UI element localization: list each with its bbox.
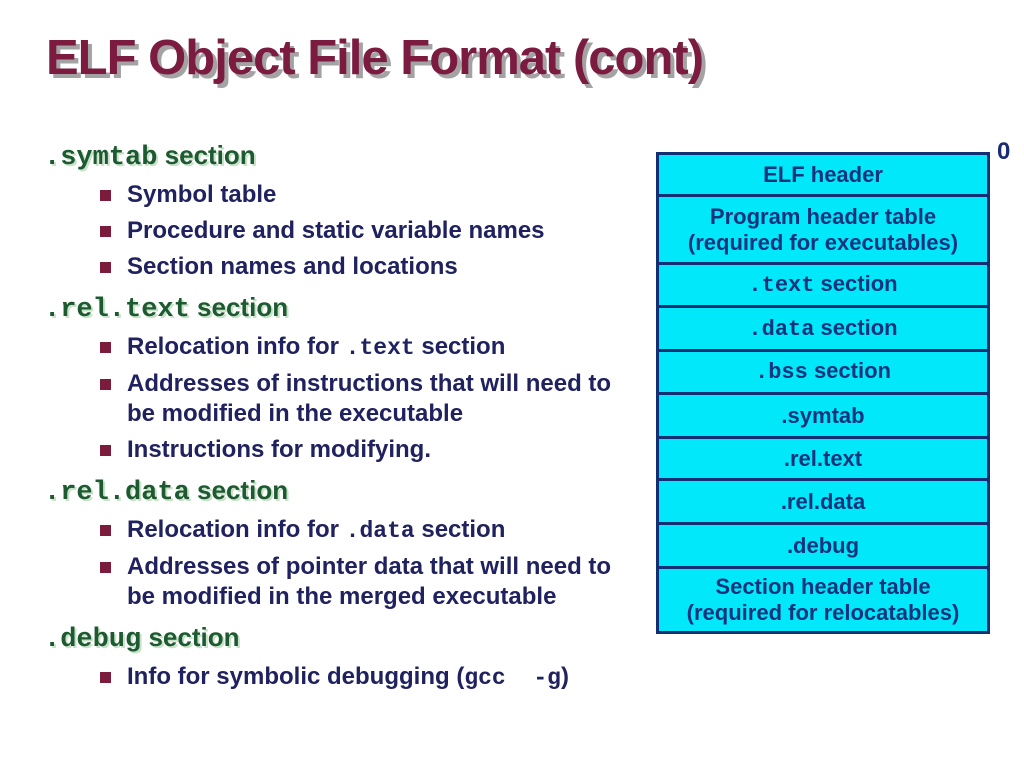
section-header: .debug section — [44, 622, 656, 655]
outline-group-rel-text: .rel.text section Relocation info for .t… — [44, 292, 656, 465]
section-header: .rel.data section — [44, 475, 656, 508]
bullet-item: Relocation info for .data section — [100, 515, 656, 546]
diagram-row-data-section: .data section — [659, 305, 987, 349]
outline-group-rel-data: .rel.data section Relocation info for .d… — [44, 475, 656, 612]
bullet-text-wrap: be modified in the merged executable — [127, 583, 557, 610]
diagram-row-rest: section — [807, 358, 891, 383]
diagram-row-bss-section: .bss section — [659, 349, 987, 392]
bullet-text: Info for symbolic debugging (gcc -g) — [127, 663, 569, 691]
bullet-item: Section names and locations — [100, 252, 656, 282]
diagram-row-mono: .rel.text — [783, 445, 863, 471]
diagram-row-sublabel: (required for relocatables) — [686, 600, 960, 625]
diagram-row-mono: .symtab — [781, 402, 865, 428]
diagram-row-mono: .text — [748, 273, 815, 298]
bullet-square-icon — [100, 525, 111, 536]
diagram-row-rel-data: .rel.data — [659, 478, 987, 522]
inline-code: .data — [345, 518, 415, 544]
elf-layout-diagram: ELF header Program header table (require… — [656, 152, 990, 634]
diagram-row-label: ELF header — [763, 161, 883, 187]
outline-group-symtab: .symtab section Symbol table Procedure a… — [44, 140, 656, 282]
outline-list: .symtab section Symbol table Procedure a… — [44, 130, 656, 699]
diagram-row-program-header-table: Program header table (required for execu… — [659, 194, 987, 262]
bullet-list: Symbol table Procedure and static variab… — [44, 180, 656, 282]
diagram-row-debug: .debug — [659, 522, 987, 566]
bullet-square-icon — [100, 190, 111, 201]
section-header-rest: section — [141, 622, 240, 652]
diagram-row-symtab: .symtab — [659, 392, 987, 436]
bullet-text: Addresses of instructions that will need… — [127, 370, 612, 397]
bullet-item: Addresses of instructions that will need… — [100, 369, 656, 429]
bullet-list: Relocation info for .data section Addres… — [44, 515, 656, 612]
bullet-text: Instructions for modifying. — [127, 436, 431, 463]
outline-group-debug: .debug section Info for symbolic debuggi… — [44, 622, 656, 693]
section-name-mono: .debug — [44, 625, 142, 655]
section-header-rest: section — [157, 140, 256, 170]
diagram-row-rel-text: .rel.text — [659, 436, 987, 478]
section-header: .symtab section — [44, 140, 656, 173]
bullet-square-icon — [100, 226, 111, 237]
diagram-row-sublabel: (required for executables) — [687, 229, 959, 255]
bullet-text: Relocation info for .text section — [127, 333, 506, 361]
bullet-square-icon — [100, 342, 111, 353]
bullet-item: Procedure and static variable names — [100, 216, 656, 246]
inline-code: .text — [345, 335, 415, 361]
bullet-item: Symbol table — [100, 180, 656, 210]
bullet-text: Relocation info for .data section — [127, 516, 506, 544]
section-name-mono: .rel.text — [44, 295, 190, 325]
bullet-item: Addresses of pointer data that will need… — [100, 552, 656, 612]
bullet-text: Section names and locations — [127, 253, 458, 280]
diagram-row-mono: .data — [748, 316, 815, 342]
bullet-list: Info for symbolic debugging (gcc -g) — [44, 662, 656, 693]
bullet-square-icon — [100, 379, 111, 390]
bullet-list: Relocation info for .text section Addres… — [44, 332, 656, 465]
diagram-row-mono: .bss — [755, 360, 808, 385]
section-header-rest: section — [189, 475, 289, 505]
bullet-square-icon — [100, 562, 111, 573]
bullet-item: Instructions for modifying. — [100, 435, 656, 465]
bullet-square-icon — [100, 445, 111, 456]
bullet-square-icon — [100, 672, 111, 683]
diagram-row-label: Section header table — [715, 574, 931, 599]
diagram-row-mono: .debug — [786, 532, 860, 558]
diagram-row-elf-header: ELF header — [659, 155, 987, 194]
section-header: .rel.text section — [44, 292, 656, 325]
inline-code: gcc -g — [464, 665, 561, 691]
diagram-row-rest: section — [814, 271, 898, 296]
bullet-text: Procedure and static variable names — [127, 217, 545, 244]
diagram-row-mono: .rel.data — [780, 488, 866, 514]
bullet-text-wrap: be modified in the executable — [127, 400, 464, 427]
diagram-row-label: Program header table — [709, 203, 937, 229]
offset-zero-label: 0 — [997, 138, 1011, 165]
bullet-item: Info for symbolic debugging (gcc -g) — [100, 662, 656, 693]
section-header-rest: section — [189, 292, 289, 322]
bullet-text: Symbol table — [127, 181, 277, 208]
diagram-row-section-header-table: Section header table (required for reloc… — [659, 566, 987, 631]
section-name-mono: .rel.data — [44, 478, 190, 508]
diagram-row-rest: section — [814, 314, 898, 340]
bullet-text: Addresses of pointer data that will need… — [127, 553, 612, 580]
diagram-row-text-section: .text section — [659, 262, 987, 305]
bullet-item: Relocation info for .text section — [100, 332, 656, 363]
slide-title: ELF Object File Format (cont) — [46, 31, 704, 85]
section-name-mono: .symtab — [44, 143, 158, 173]
bullet-square-icon — [100, 262, 111, 273]
